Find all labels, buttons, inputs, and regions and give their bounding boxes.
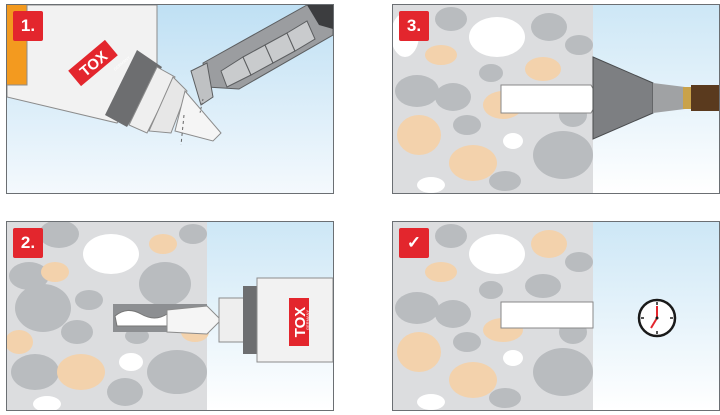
filled-mortar [500, 84, 600, 114]
tox-logo: TOX [68, 39, 118, 87]
glue-tube-icon: TOX GERMANY [7, 5, 222, 146]
step-3-panel: 3. [392, 4, 720, 194]
tox-logo-text: TOX [292, 307, 309, 338]
wall-stones [395, 224, 593, 410]
cured-mortar [500, 301, 594, 329]
step-4-panel: ✓ [392, 221, 720, 411]
step-1-panel: TOX GERMANY 1. [6, 4, 334, 194]
tox-logo-subtext: GERMANY [305, 309, 310, 330]
step-3-badge: 3. [399, 11, 429, 41]
tox-logo: TOX [289, 298, 309, 346]
step-4-illustration [393, 222, 719, 410]
step-2-panel: TOX GERMANY 2. [6, 221, 334, 411]
step-1-illustration: TOX GERMANY [7, 5, 333, 193]
clock-icon [637, 298, 677, 338]
checkmark-icon: ✓ [399, 228, 429, 258]
step-2-badge: 2. [13, 228, 43, 258]
glue-tube-icon: TOX GERMANY [166, 277, 333, 363]
cutter-knife-icon [190, 5, 333, 114]
step-3-illustration [393, 5, 719, 193]
step-2-illustration: TOX GERMANY [7, 222, 333, 410]
spatula-icon [592, 56, 719, 140]
step-1-badge: 1. [13, 11, 43, 41]
